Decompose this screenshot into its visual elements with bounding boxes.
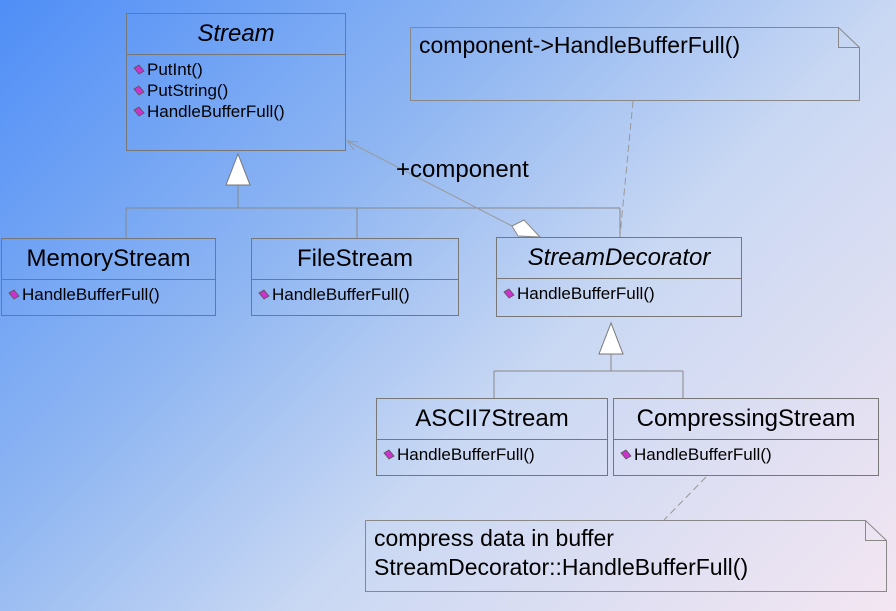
class-streamdecorator[interactable]: StreamDecorator HandleBufferFull() xyxy=(496,237,742,317)
operation-putint: PutInt() xyxy=(133,59,339,80)
class-name-stream: Stream xyxy=(127,14,345,55)
operations-stream: PutInt() PutString() HandleBufferFull() xyxy=(127,55,345,126)
operation-marker-icon xyxy=(620,448,632,460)
note-decorator[interactable]: component->HandleBufferFull() xyxy=(410,27,860,101)
note-compressing-line-2: StreamDecorator::HandleBufferFull() xyxy=(374,554,749,580)
generalization-decorator xyxy=(493,354,684,398)
note-anchor-compressing xyxy=(663,476,707,521)
note-frame xyxy=(365,520,887,592)
aggregation-diamond xyxy=(511,219,542,238)
operation-marker-icon xyxy=(133,84,145,96)
class-name-compressingstream: CompressingStream xyxy=(614,399,878,440)
note-decorator-line: component->HandleBufferFull() xyxy=(419,32,741,58)
class-name-ascii7stream: ASCII7Stream xyxy=(377,399,607,440)
operation-putstring: PutString() xyxy=(133,80,339,101)
operation-handlebufferfull: HandleBufferFull() xyxy=(133,101,339,122)
class-ascii7stream[interactable]: ASCII7Stream HandleBufferFull() xyxy=(376,398,608,476)
operation-marker-icon xyxy=(133,63,145,75)
operation-handlebufferfull: HandleBufferFull() xyxy=(8,284,209,305)
association-role-label: +component xyxy=(396,156,529,183)
note-compressing[interactable]: compress data in buffer StreamDecorator:… xyxy=(365,520,887,592)
operation-handlebufferfull: HandleBufferFull() xyxy=(620,444,872,465)
note-compressing-line-1: compress data in buffer xyxy=(374,525,614,551)
operation-handlebufferfull: HandleBufferFull() xyxy=(258,284,452,305)
operation-marker-icon xyxy=(8,288,20,300)
inheritance-triangle-decorator xyxy=(598,321,624,355)
note-anchor-decorator xyxy=(619,100,634,237)
class-memorystream[interactable]: MemoryStream HandleBufferFull() xyxy=(1,238,216,316)
operation-marker-icon xyxy=(133,105,145,117)
class-name-streamdecorator: StreamDecorator xyxy=(497,238,741,279)
class-name-memorystream: MemoryStream xyxy=(2,239,215,280)
operation-handlebufferfull: HandleBufferFull() xyxy=(503,283,735,304)
operation-marker-icon xyxy=(258,288,270,300)
class-stream[interactable]: Stream PutInt() PutString() HandleBuffer… xyxy=(126,13,346,151)
generalization-stream xyxy=(125,185,620,238)
operation-marker-icon xyxy=(383,448,395,460)
class-name-filestream: FileStream xyxy=(252,239,458,280)
class-filestream[interactable]: FileStream HandleBufferFull() xyxy=(251,238,459,316)
class-compressingstream[interactable]: CompressingStream HandleBufferFull() xyxy=(613,398,879,476)
operation-marker-icon xyxy=(503,287,515,299)
operation-handlebufferfull: HandleBufferFull() xyxy=(383,444,601,465)
note-frame xyxy=(410,27,860,101)
inheritance-triangle-stream xyxy=(225,152,251,186)
